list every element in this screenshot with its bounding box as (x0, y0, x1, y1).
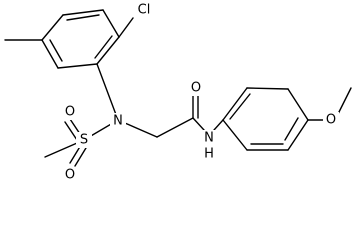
amide-nitrogen-atom: N (201, 130, 217, 146)
atom-layer: Cl N S O O O N H (62, 2, 339, 183)
chlorine-atom: Cl (134, 2, 154, 18)
svg-text:O: O (191, 81, 201, 96)
svg-text:H: H (204, 147, 214, 162)
chemical-structure: Cl N S O O O N H (4, 2, 352, 183)
svg-text:N: N (113, 114, 123, 129)
svg-text:O: O (326, 113, 336, 128)
svg-text:S: S (80, 133, 88, 148)
amide-hydrogen-atom: H (201, 146, 217, 162)
sulfonyl-oxygen-bottom: O (62, 167, 78, 183)
svg-text:O: O (65, 168, 75, 183)
sulfur-atom: S (76, 132, 92, 148)
bond-layer (4, 9, 352, 167)
nitrogen-atom: N (110, 113, 126, 129)
svg-text:Cl: Cl (138, 3, 151, 18)
svg-text:O: O (65, 105, 75, 120)
methoxy-oxygen-atom: O (323, 112, 339, 128)
carbonyl-oxygen-atom: O (188, 80, 204, 96)
svg-text:N: N (204, 131, 214, 146)
sulfonyl-oxygen-top: O (62, 104, 78, 120)
